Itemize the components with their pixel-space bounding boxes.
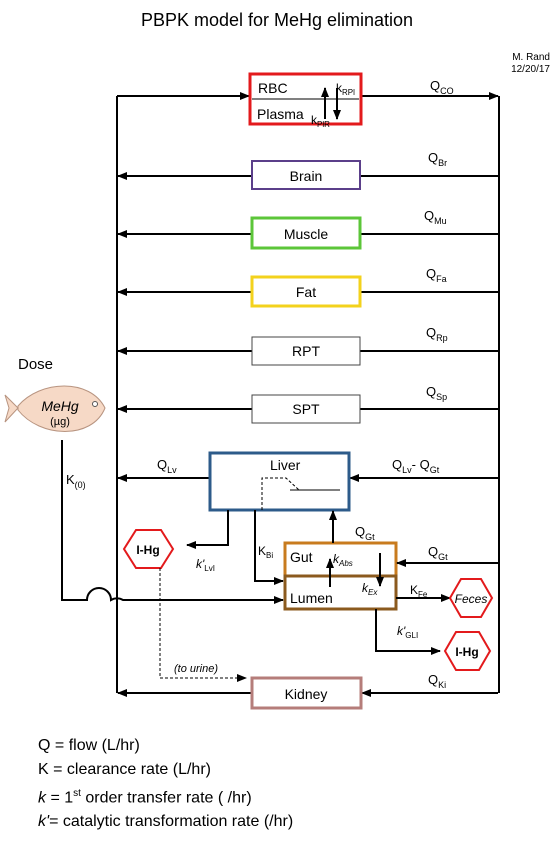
- brain-label: Brain: [290, 168, 323, 184]
- ihg-left-label: I-Hg: [136, 543, 159, 557]
- kex-label: kEx: [362, 581, 378, 597]
- author-info: M. Rand 12/20/17: [470, 52, 550, 76]
- feces-hexagon: [448, 578, 494, 618]
- lumen-label: Lumen: [290, 590, 333, 606]
- fat-box: [250, 275, 362, 308]
- rpt-box: [251, 336, 361, 366]
- definition-k-transfer: k = 1st order transfer rate ( /hr): [38, 788, 252, 807]
- qgt-up-label: QGt: [355, 524, 375, 542]
- to-urine-dashed-arrow: [159, 568, 247, 682]
- author-name: M. Rand: [512, 52, 550, 63]
- muscle-box: [250, 216, 362, 250]
- fish-icon: [4, 385, 106, 432]
- fish-mehg-label: MeHg: [41, 398, 79, 414]
- dose-label: Dose: [18, 356, 54, 373]
- liver-to-ihg-arrow: [186, 510, 229, 549]
- spt-label: SPT: [292, 401, 320, 417]
- definitions-legend: Q = flow (L/hr) K = clearance rate (L/hr…: [38, 734, 293, 834]
- author-date: 12/20/17: [511, 64, 550, 75]
- ihg-right-label: I-Hg: [455, 645, 478, 659]
- definition-k-clearance: K = clearance rate (L/hr): [38, 761, 211, 778]
- brain-box: [251, 160, 361, 190]
- qrp-label: QRp: [426, 325, 448, 343]
- liver-label: Liver: [270, 457, 301, 473]
- liver-to-lumen-arrow: [254, 510, 284, 585]
- definition-k-prime: k'= catalytic transformation rate (/hr): [38, 813, 294, 831]
- krpl-label: kRPl: [336, 81, 355, 97]
- fish-unit-label: (µg): [50, 416, 70, 428]
- qlv-label: QLv: [157, 457, 177, 475]
- kidney-label: Kidney: [285, 686, 328, 702]
- qmu-label: QMu: [424, 208, 447, 226]
- rbc-label: RBC: [258, 80, 288, 96]
- qsp-label: QSp: [426, 384, 447, 402]
- definition-q: Q = flow (L/hr): [38, 737, 140, 754]
- plasma-label: Plasma: [257, 106, 304, 122]
- kabs-label: kAbs: [333, 552, 353, 568]
- feces-label: Feces: [455, 592, 488, 606]
- qki-label: QKi: [428, 672, 446, 690]
- qbr-label: QBr: [428, 150, 447, 168]
- rpt-label: RPT: [292, 343, 320, 359]
- k0-label: K(0): [66, 472, 86, 490]
- kbi-label: KBi: [258, 544, 273, 560]
- kplr-label: kPlR: [311, 113, 330, 129]
- kgli-label: k'GLI: [397, 624, 418, 640]
- muscle-label: Muscle: [284, 226, 329, 242]
- lumen-to-ihg-arrow: [375, 609, 441, 655]
- ihg-left-hexagon: [122, 529, 175, 569]
- fat-label: Fat: [296, 284, 316, 300]
- page-title: PBPK model for MeHg elimination: [140, 10, 414, 30]
- qlv-minus-qgt-label: QLv- QGt: [392, 457, 440, 475]
- kfe-label: KFe: [410, 583, 428, 599]
- klvi-label: k'LvI: [196, 557, 215, 573]
- dose-path-arrow: [61, 440, 284, 604]
- spt-box: [251, 394, 361, 424]
- to-urine-label: (to urine): [174, 663, 218, 675]
- kidney-box: [250, 676, 363, 710]
- qgt-right-label: QGt: [428, 544, 448, 562]
- qco-label: QCO: [430, 78, 454, 96]
- qfa-label: QFa: [426, 266, 447, 284]
- gut-label: Gut: [290, 549, 313, 565]
- ihg-right-hexagon: [443, 631, 492, 671]
- liver-box: [208, 451, 351, 512]
